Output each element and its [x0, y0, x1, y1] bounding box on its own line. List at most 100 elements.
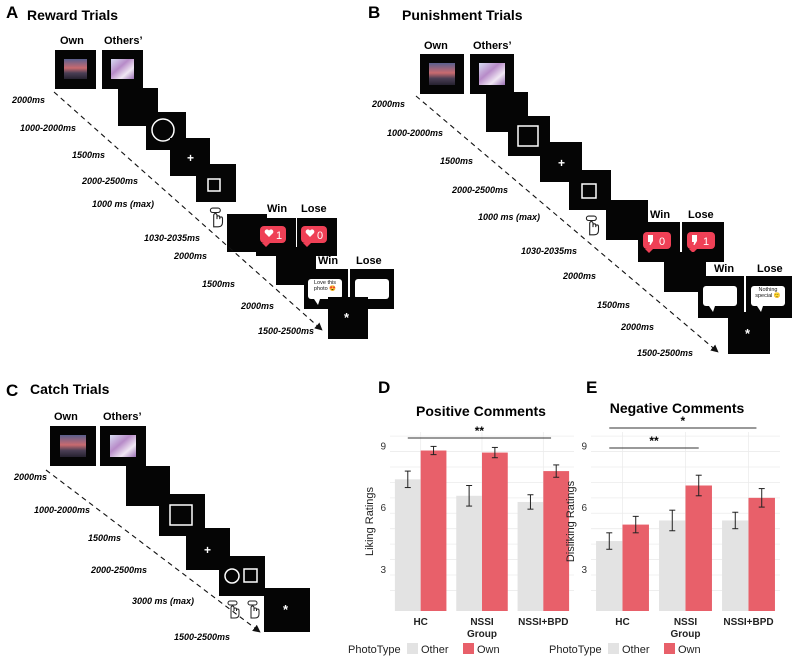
timing-label: 1500ms [597, 300, 630, 310]
speech-bubble-icon [751, 286, 785, 306]
win-label: Win [650, 209, 670, 221]
significance-label: * [681, 414, 686, 428]
legend-label: Other [622, 644, 650, 656]
double-target-screen [219, 556, 265, 596]
timing-label: 2000-2500ms [81, 176, 138, 186]
bar-own [420, 450, 447, 611]
panel-title: Reward Trials [27, 7, 118, 23]
others-label: Others’ [103, 411, 142, 423]
timing-labels: 2000ms 1000-2000ms 1500ms 2000-2500ms 10… [371, 99, 693, 358]
x-tick-label: HC [413, 617, 427, 628]
asterisk: * [344, 310, 350, 325]
x-tick-label: NSSI+BPD [518, 617, 568, 628]
timing-label: 2000ms [11, 95, 45, 105]
fixation-cross: + [558, 156, 565, 170]
timing-label: 1500ms [72, 150, 105, 160]
panel-b: B Punishment Trials Own Others’ + Win Lo… [368, 3, 792, 358]
timing-label: 1000-2000ms [34, 505, 90, 515]
timing-label: 2000ms [371, 99, 405, 109]
bar-other [722, 520, 749, 611]
legend-label: Own [477, 644, 500, 656]
asterisk: * [745, 326, 751, 341]
panel-letter: D [378, 378, 390, 397]
others-label: Others’ [104, 35, 143, 47]
lose-label: Lose [356, 255, 382, 267]
thumbs-down-icon [648, 235, 653, 245]
bar-other [596, 541, 623, 611]
timing-label: 1500-2500ms [258, 326, 314, 336]
timing-label: 1500ms [88, 533, 121, 543]
timing-labels: 2000ms 1000-2000ms 1500ms 2000-2500ms 30… [13, 472, 230, 642]
comment-text: Love this photo 😍 [313, 280, 337, 292]
lose-label: Lose [301, 203, 327, 215]
panel-letter: E [586, 378, 597, 397]
timing-label: 2000ms [13, 472, 47, 482]
target-screen [196, 164, 236, 202]
timing-label: 1000 ms (max) [92, 199, 154, 209]
bar-own [748, 497, 775, 611]
timing-label: 1000-2000ms [20, 123, 76, 133]
timing-label: 1500-2500ms [174, 632, 230, 642]
timing-label: 2000ms [562, 271, 596, 281]
chart-title: Negative Comments [610, 400, 745, 416]
panel-letter: B [368, 3, 380, 22]
timing-label: 2000-2500ms [90, 565, 147, 575]
panel-a: A Reward Trials Own Others’ + Win Lose 1… [6, 3, 394, 339]
y-tick-label: 6 [581, 503, 587, 514]
timing-label: 2000ms [240, 301, 274, 311]
speech-bubble-icon [703, 286, 737, 306]
target-screen [569, 170, 611, 210]
iti-screen [328, 297, 368, 339]
timeline-arrow [53, 91, 323, 331]
heart-icon [305, 229, 315, 237]
photo-thumbnail-icon [479, 63, 505, 85]
comment-text: Nothing special 🙂 [755, 287, 781, 299]
panel-c: C Catch Trials Own Others’ + * 2000ms 10… [6, 381, 310, 642]
photo-thumbnail-icon [60, 435, 86, 457]
x-tick-label: HC [615, 617, 629, 628]
y-tick-label: 9 [380, 441, 386, 452]
lose-count: 1 [703, 236, 709, 248]
photo-thumbnail-icon [429, 63, 455, 85]
dislike-count-badge [643, 232, 671, 249]
win-label: Win [714, 263, 734, 275]
legend-swatch [664, 643, 675, 654]
square-cue [169, 504, 193, 526]
win-label: Win [318, 255, 338, 267]
heart-icon [264, 229, 274, 237]
legend-label: Other [421, 644, 449, 656]
target-square [243, 568, 258, 583]
panel-title: Punishment Trials [402, 7, 523, 23]
timing-label: 2000-2500ms [451, 185, 508, 195]
legend-swatch [407, 643, 418, 654]
hand-press-icon [209, 207, 224, 228]
target-circle [224, 568, 240, 584]
panel-letter: C [6, 381, 18, 400]
iti-screen [264, 588, 310, 632]
win-label: Win [267, 203, 287, 215]
timing-label: 1500ms [440, 156, 473, 166]
square-cue [517, 125, 539, 147]
panel-letter: A [6, 3, 18, 22]
timing-label: 1030-2035ms [521, 246, 577, 256]
timing-label: 2000ms [620, 322, 654, 332]
speech-bubble-icon [308, 279, 342, 299]
timing-label: 1500-2500ms [637, 348, 693, 358]
timing-label: 1500ms [202, 279, 235, 289]
target-square [581, 183, 597, 199]
x-tick-label: NSSI+BPD [723, 617, 773, 628]
y-tick-label: 6 [380, 503, 386, 514]
speech-bubble-icon [355, 279, 389, 299]
timing-label: 2000ms [173, 251, 207, 261]
circle-cue [151, 118, 175, 142]
y-axis-label: Disliking Ratings [565, 480, 577, 562]
hand-press-icon [247, 600, 260, 619]
others-label: Others’ [473, 40, 512, 52]
y-tick-label: 3 [581, 565, 587, 576]
timeline-arrow [415, 95, 719, 353]
own-label: Own [54, 411, 78, 423]
timing-label: 1000 ms (max) [478, 212, 540, 222]
